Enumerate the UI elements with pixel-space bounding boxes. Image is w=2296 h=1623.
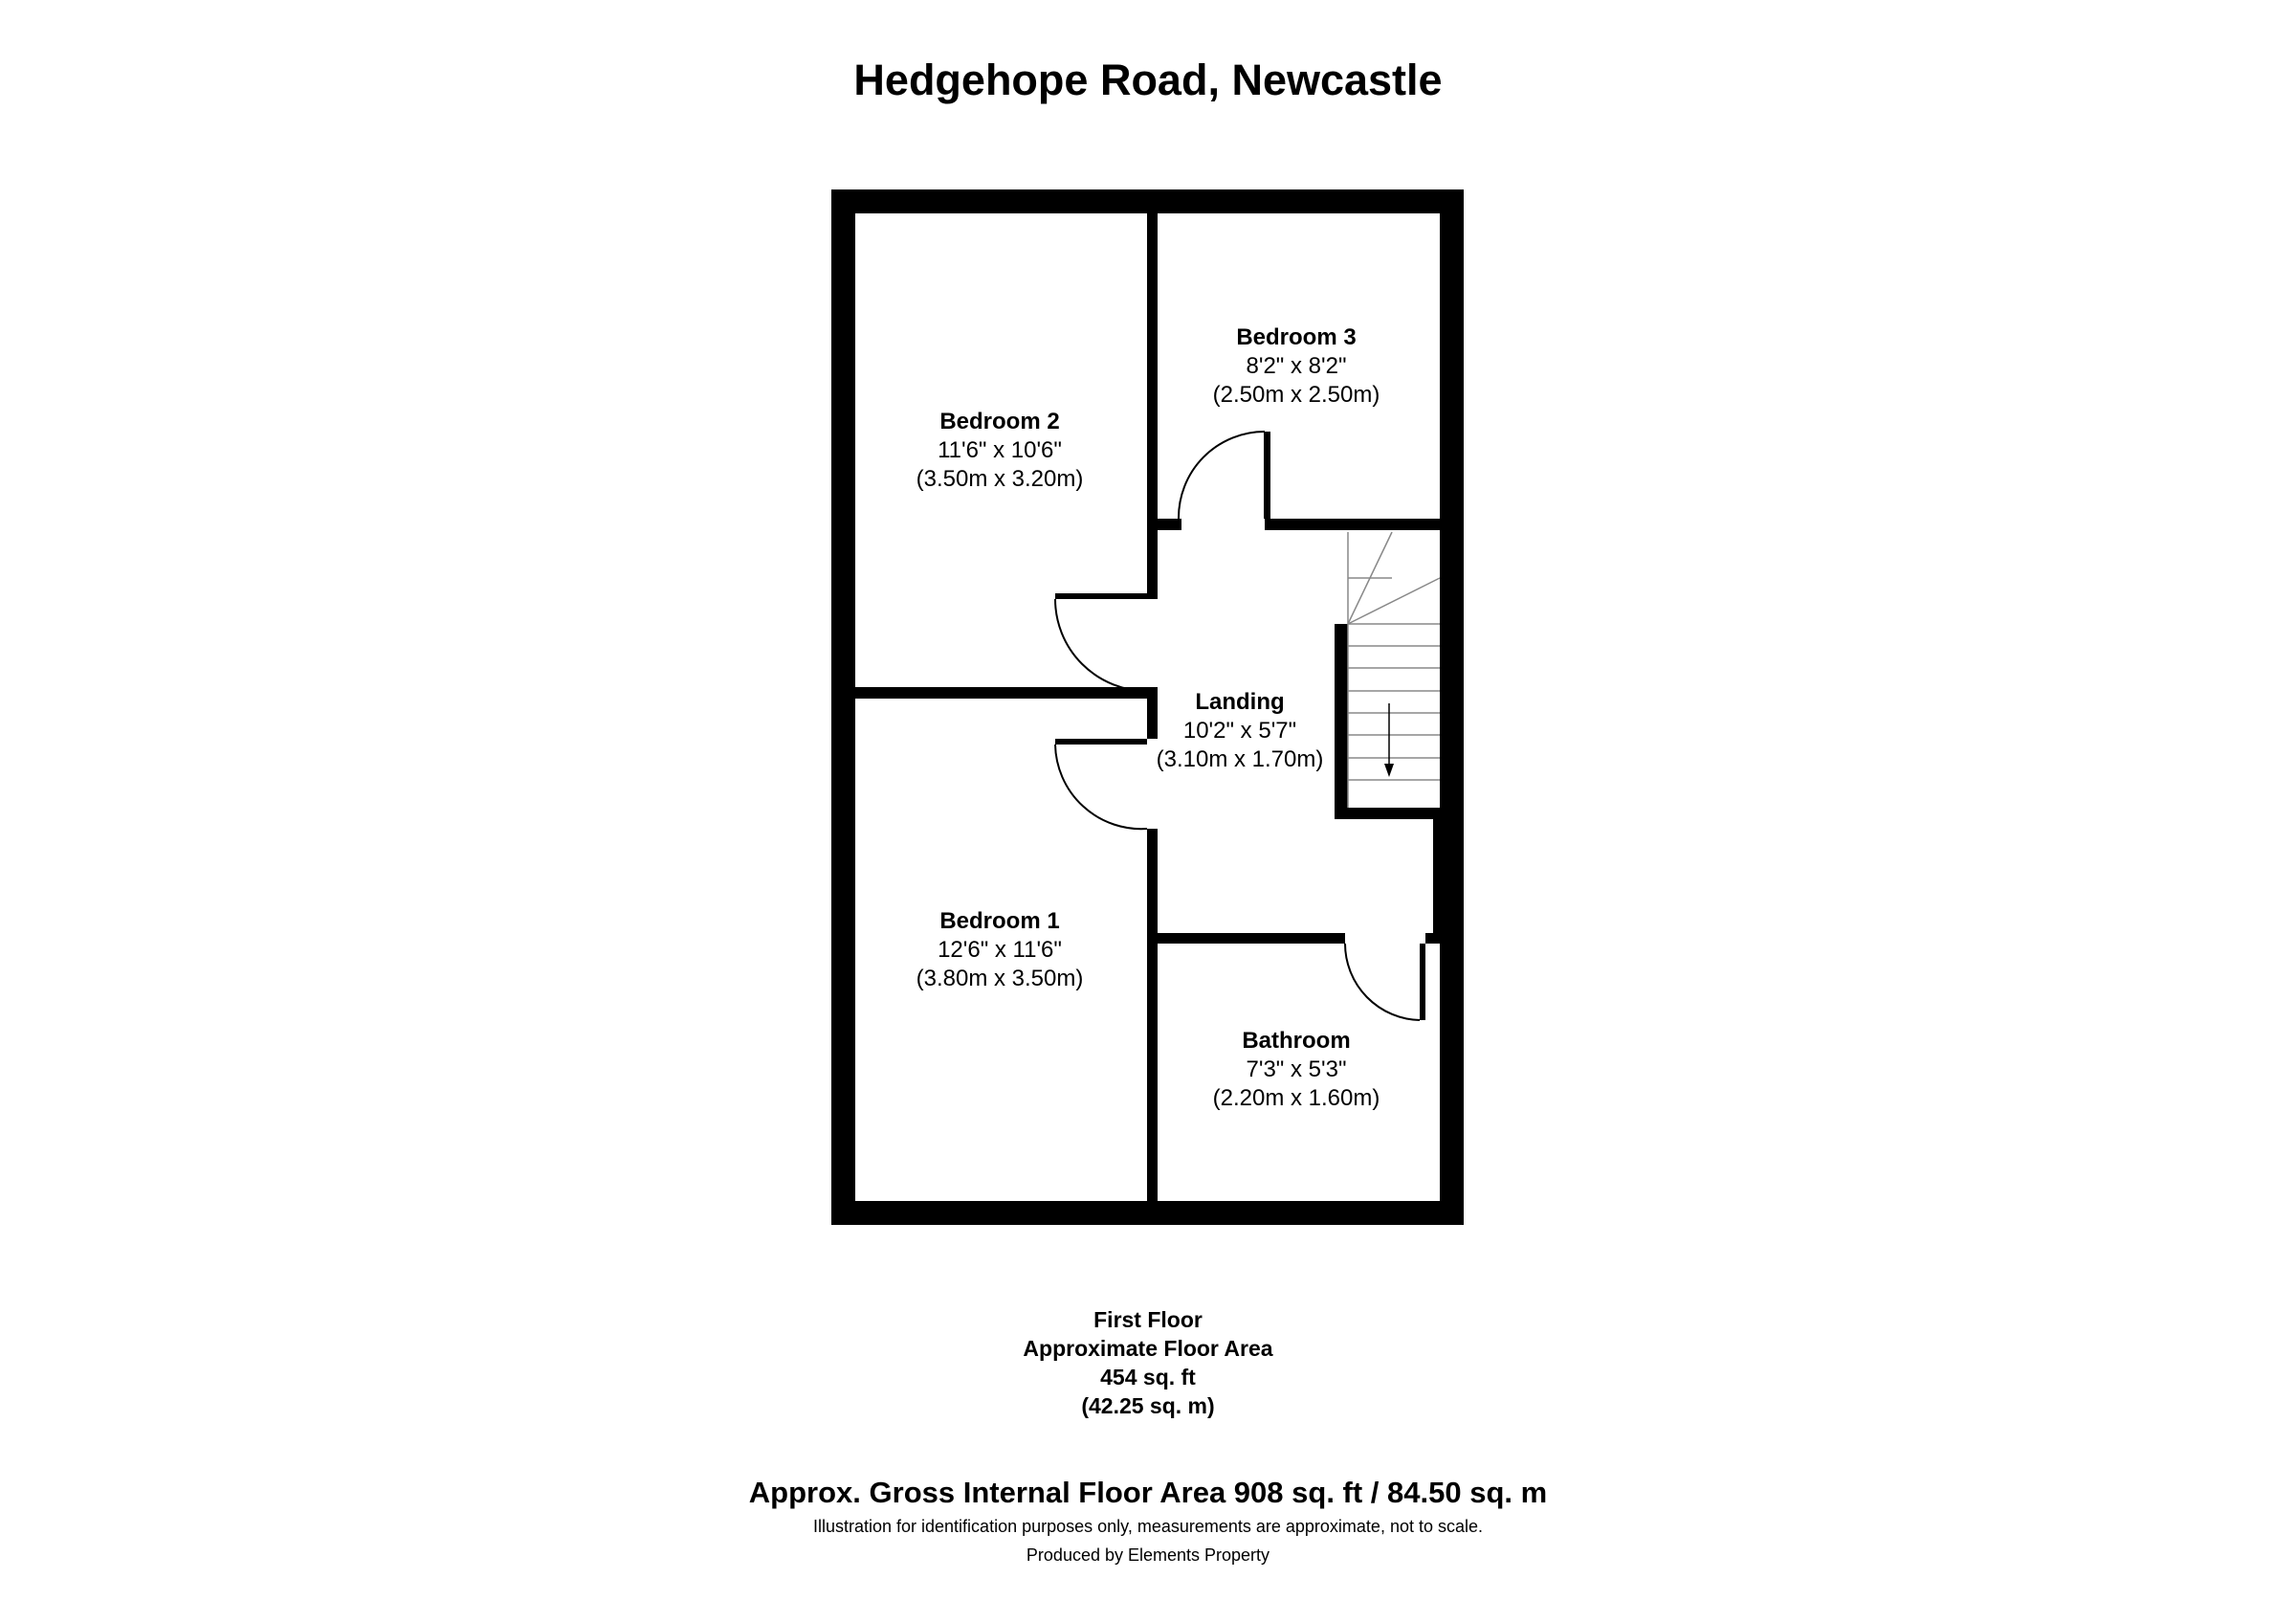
room-dim-metric: (2.50m x 2.50m)	[1213, 382, 1380, 408]
room-label-landing: Landing 10'2" x 5'7" (3.10m x 1.70m)	[1157, 689, 1324, 772]
room-dim-metric: (3.80m x 3.50m)	[916, 966, 1084, 991]
floor-name: First Floor	[1093, 1307, 1203, 1332]
disclaimer-text: Illustration for identification purposes…	[812, 1517, 1484, 1536]
room-dim-metric: (2.20m x 1.60m)	[1213, 1085, 1380, 1111]
room-name: Bedroom 3	[1236, 324, 1356, 350]
room-name: Bedroom 2	[939, 409, 1059, 434]
room-dim-metric: (3.10m x 1.70m)	[1157, 746, 1324, 772]
room-dim-imperial: 10'2" x 5'7"	[1183, 718, 1296, 744]
room-label-bedroom-3: Bedroom 3 8'2" x 8'2" (2.50m x 2.50m)	[1213, 324, 1380, 408]
outer-walls	[831, 189, 1464, 1225]
room-dim-imperial: 7'3" x 5'3"	[1247, 1056, 1347, 1082]
room-name: Landing	[1195, 689, 1284, 715]
floor-area-label: Approximate Floor Area	[1023, 1336, 1273, 1361]
staircase	[1347, 531, 1441, 808]
doors	[1054, 431, 1425, 1021]
room-dim-imperial: 8'2" x 8'2"	[1247, 353, 1347, 379]
room-label-bathroom: Bathroom 7'3" x 5'3" (2.20m x 1.60m)	[1213, 1028, 1380, 1111]
room-name: Bathroom	[1242, 1028, 1350, 1054]
produced-by-text: Produced by Elements Property	[1026, 1545, 1270, 1565]
plan-title: Hedgehope Road, Newcastle	[853, 56, 1443, 104]
stair-direction-arrow	[1384, 764, 1394, 777]
room-dim-metric: (3.50m x 3.20m)	[916, 466, 1084, 492]
room-dim-imperial: 11'6" x 10'6"	[938, 437, 1062, 463]
floor-area-sqft: 454 sq. ft	[1100, 1365, 1196, 1390]
room-name: Bedroom 1	[939, 908, 1059, 934]
floor-area-sqm: (42.25 sq. m)	[1081, 1393, 1215, 1418]
room-label-bedroom-2: Bedroom 2 11'6" x 10'6" (3.50m x 3.20m)	[916, 409, 1084, 492]
floor-summary: First Floor Approximate Floor Area 454 s…	[0, 1305, 2296, 1420]
interior-walls	[855, 213, 1440, 1201]
room-label-bedroom-1: Bedroom 1 12'6" x 11'6" (3.80m x 3.50m)	[916, 908, 1084, 991]
gross-floor-area: Approx. Gross Internal Floor Area 908 sq…	[748, 1476, 1548, 1509]
room-dim-imperial: 12'6" x 11'6"	[938, 937, 1062, 963]
